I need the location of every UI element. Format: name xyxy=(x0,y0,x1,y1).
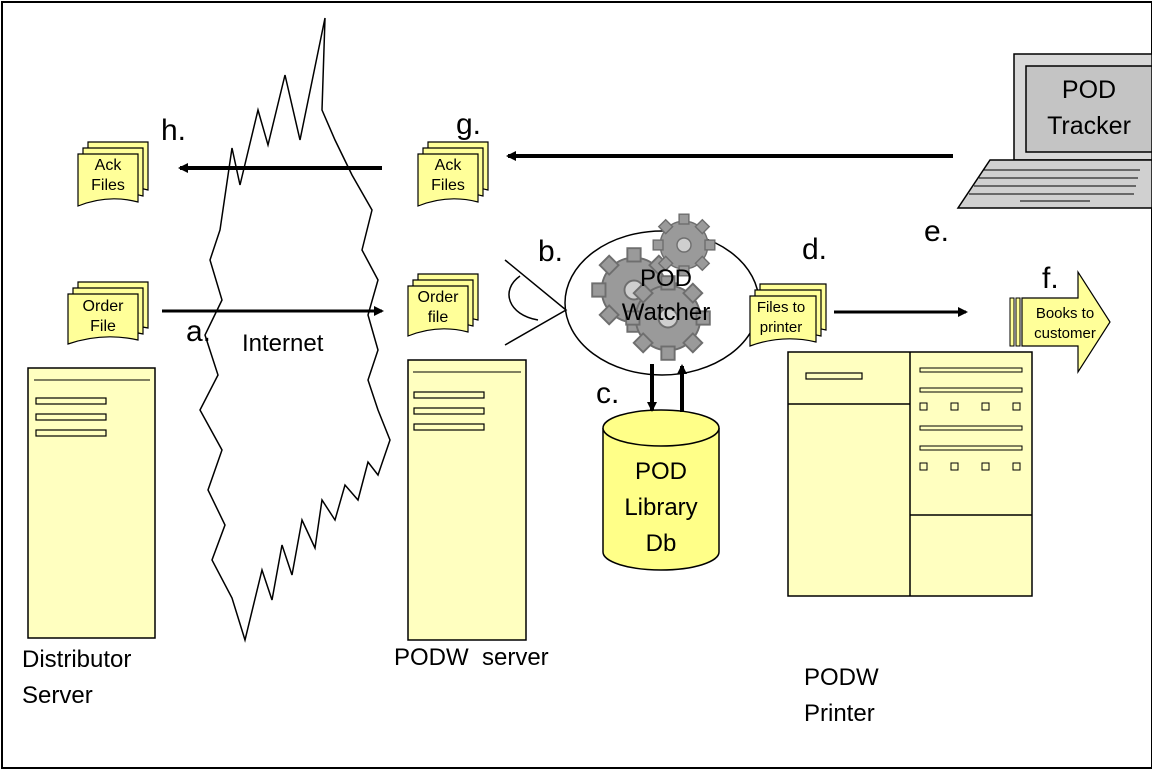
step-label-c: c. xyxy=(596,377,620,410)
step-label-b: b. xyxy=(538,235,564,268)
document-ack-left xyxy=(77,141,149,207)
podw-server-icon xyxy=(407,359,527,641)
podw-printer-icon xyxy=(787,351,1033,597)
document-order-mid xyxy=(407,273,479,337)
step-label-f: f. xyxy=(1042,262,1059,295)
document-order-left xyxy=(67,281,149,345)
internet-label: Internet xyxy=(242,330,324,357)
podw-server-caption: PODW server xyxy=(394,644,549,671)
distributor-server-icon xyxy=(27,367,156,639)
document-ack-mid xyxy=(417,141,489,207)
eye-icon xyxy=(504,259,568,346)
document-files-to-printer xyxy=(749,283,827,347)
internet-cloud xyxy=(199,17,391,643)
flow-arrows xyxy=(162,151,968,412)
pod-tracker-laptop-icon xyxy=(956,53,1152,209)
pod-library-db-icon xyxy=(602,409,720,571)
step-label-e: e. xyxy=(924,215,950,248)
step-label-g: g. xyxy=(456,108,482,141)
step-label-h: h. xyxy=(161,114,187,147)
books-to-customer-arrow xyxy=(1009,269,1111,375)
step-label-d: d. xyxy=(802,233,828,266)
step-label-a: a. xyxy=(186,315,212,348)
